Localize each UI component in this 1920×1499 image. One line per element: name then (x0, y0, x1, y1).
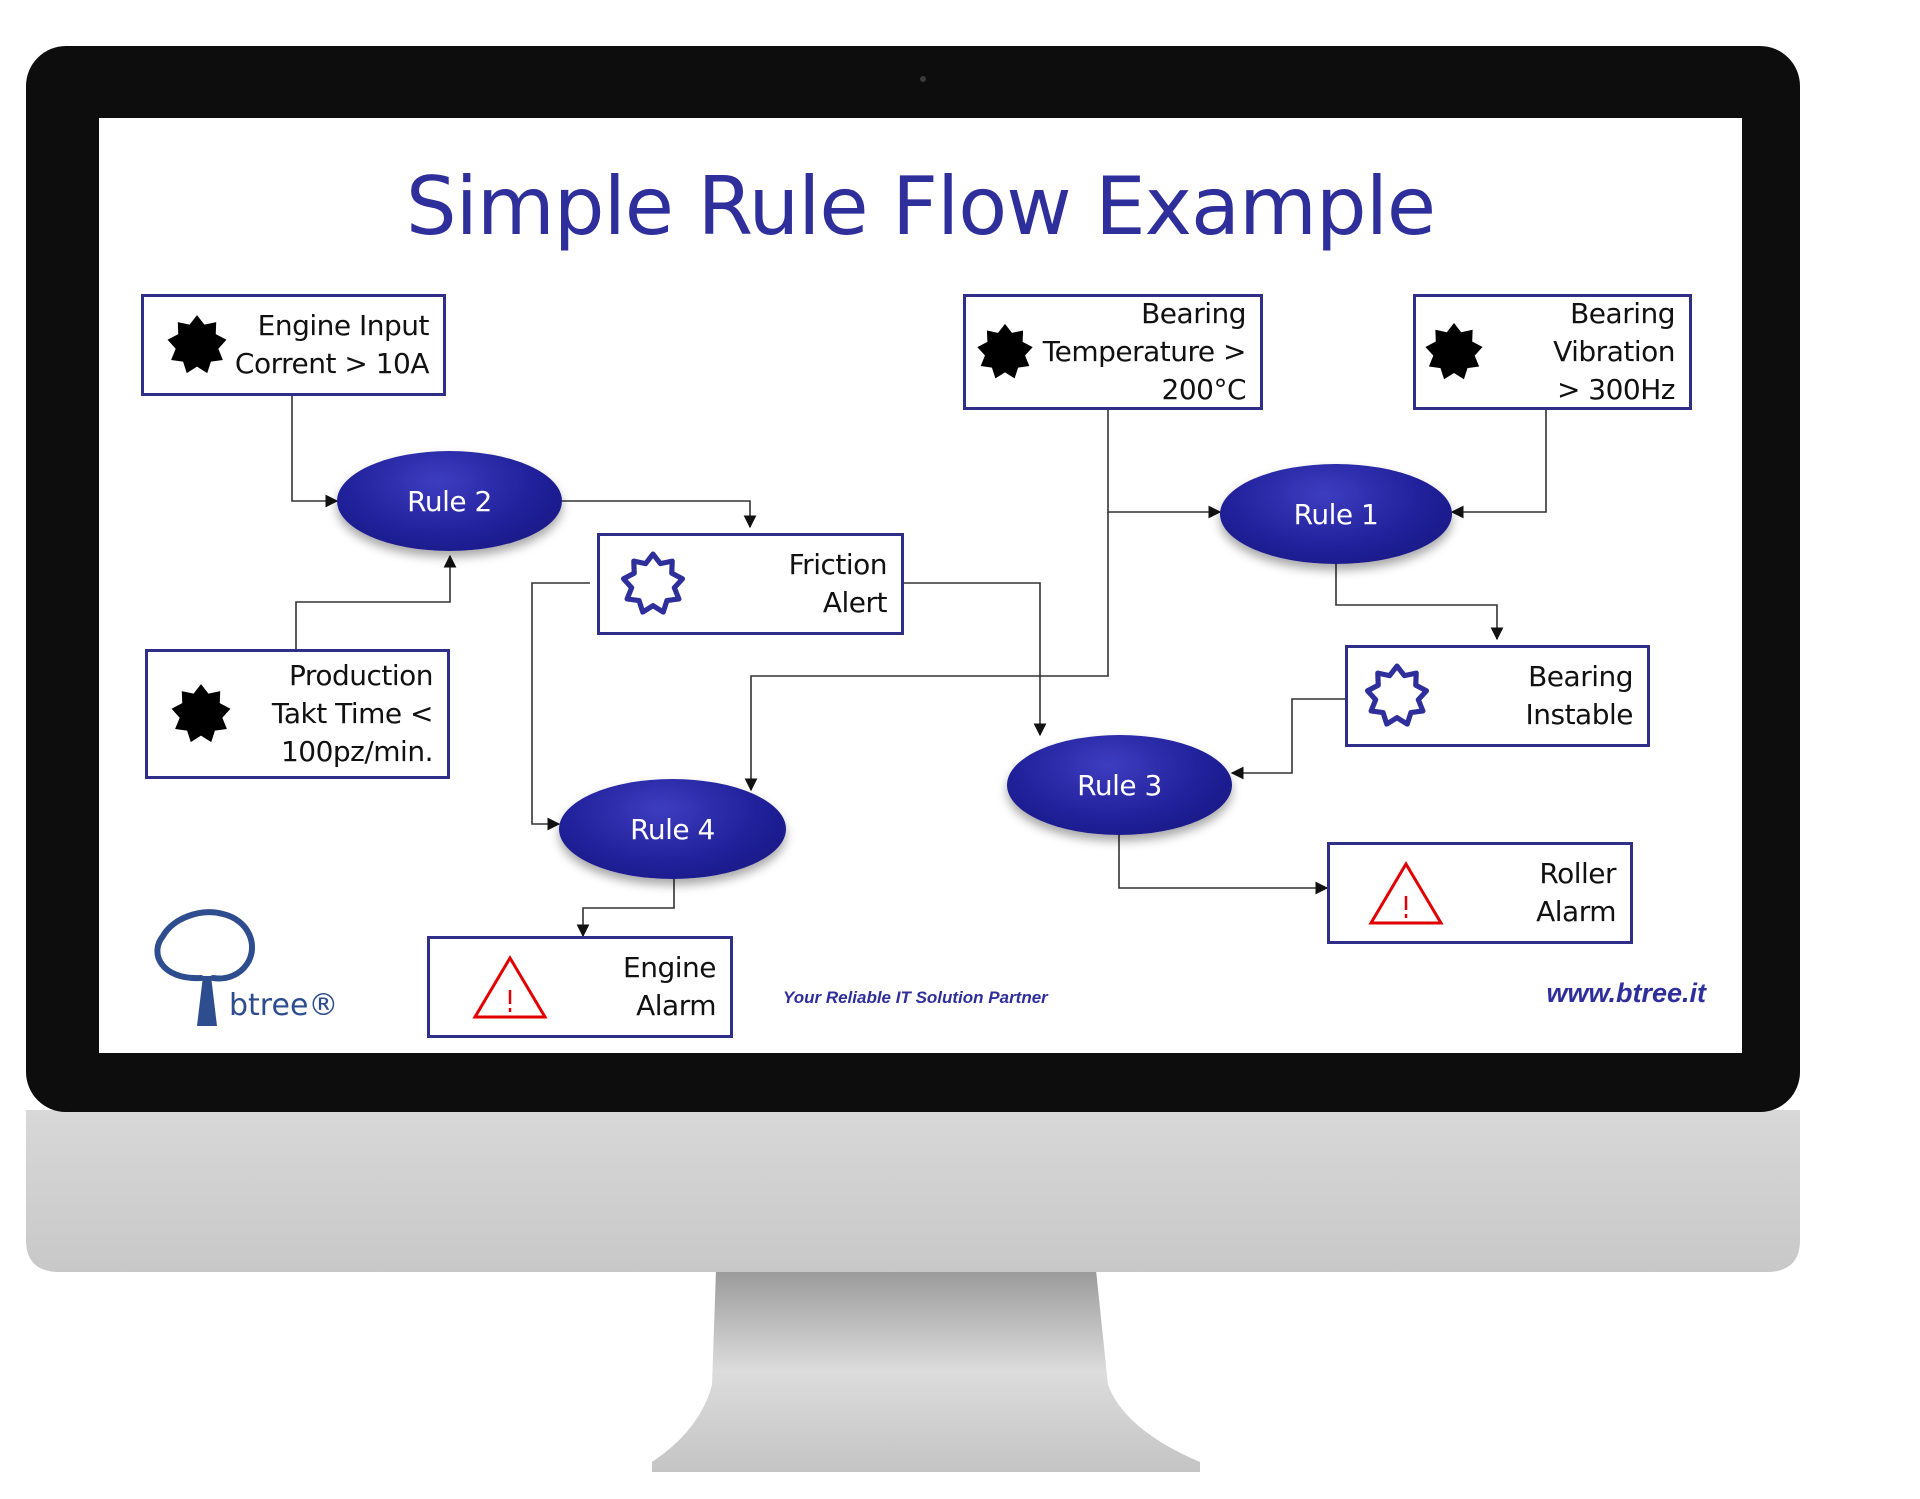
rule-1-node: Rule 1 (1220, 464, 1452, 564)
node-production: Production Takt Time < 100pz/min. (145, 649, 450, 779)
rule-4-node: Rule 4 (559, 779, 786, 879)
slide-screen: Simple Rule Flow Example Engine Input Co… (99, 118, 1742, 1053)
node-line: Bearing (1141, 297, 1246, 330)
rule-2-node: Rule 2 (337, 451, 562, 551)
node-bearing-instable: Bearing Instable (1345, 645, 1650, 747)
tagline: Your Reliable IT Solution Partner (783, 988, 1048, 1007)
rule-3-node: Rule 3 (1007, 735, 1232, 835)
slide-title: Simple Rule Flow Example (405, 160, 1436, 253)
filled-starburst-icon (977, 323, 1033, 379)
imac-stand (652, 1270, 1200, 1472)
node-line: Corrent > 10A (234, 347, 430, 380)
outline-starburst-icon (1364, 663, 1430, 727)
node-bearing-temperature: Bearing Temperature > 200°C (963, 294, 1263, 410)
node-line: Roller (1539, 857, 1616, 890)
connector-bearing-temp-to-rule-1 (1107, 410, 1222, 519)
node-line: > 300Hz (1556, 373, 1676, 406)
connector-bearing-instable-to-rule-3 (1230, 698, 1345, 780)
connector-friction-alert-to-rule-3 (903, 582, 1047, 737)
node-line: Instable (1525, 698, 1633, 731)
filled-starburst-icon (167, 315, 227, 374)
outline-starburst-icon (620, 551, 686, 615)
node-roller-alarm: Roller Alarm (1327, 842, 1633, 944)
website-link[interactable]: www.btree.it (1546, 978, 1706, 1008)
node-engine-alarm: Engine Alarm (427, 936, 733, 1038)
connector-bearing-temp-to-rule-4 (744, 512, 1109, 792)
logo-text: btree® (229, 988, 339, 1023)
connector-rule-4-to-engine-alarm (576, 879, 675, 938)
node-line: Alert (822, 586, 888, 619)
imac-chin (26, 1110, 1800, 1272)
warning-triangle-icon (472, 955, 548, 1019)
node-line: Temperature > (1042, 335, 1247, 368)
connector-lines (291, 396, 1547, 938)
connector-rule-1-to-bearing-instable (1335, 564, 1504, 641)
node-bearing-vibration: Bearing Vibration > 300Hz (1413, 294, 1692, 410)
node-line: Engine Input (257, 309, 430, 342)
connector-friction-alert-to-rule-4 (531, 582, 590, 831)
node-line: 100pz/min. (280, 735, 434, 768)
node-line: 200°C (1161, 373, 1247, 406)
btree-logo-icon (154, 909, 255, 1026)
connector-production-to-rule-2 (295, 554, 457, 649)
connector-rule-2-to-friction-alert (562, 500, 757, 529)
node-engine-input: Engine Input Corrent > 10A (141, 294, 446, 396)
node-line: Alarm (1536, 895, 1616, 928)
node-line: Bearing (1528, 660, 1633, 693)
connector-engine-input-to-rule-2 (291, 396, 339, 508)
node-friction-alert: Friction Alert (597, 533, 904, 635)
warning-triangle-icon (1368, 861, 1444, 925)
node-line: Friction (788, 548, 888, 581)
camera-icon (920, 76, 926, 82)
filled-starburst-icon (1425, 323, 1483, 380)
node-line: Production (289, 659, 433, 692)
node-line: Alarm (636, 989, 716, 1022)
filled-starburst-icon (171, 684, 231, 743)
node-line: Takt Time < (271, 697, 434, 730)
connector-bearing-vibration-to-rule-1 (1450, 410, 1547, 519)
node-line: Bearing (1570, 297, 1675, 330)
node-line: Engine (623, 951, 716, 984)
node-line: Vibration (1553, 335, 1675, 368)
